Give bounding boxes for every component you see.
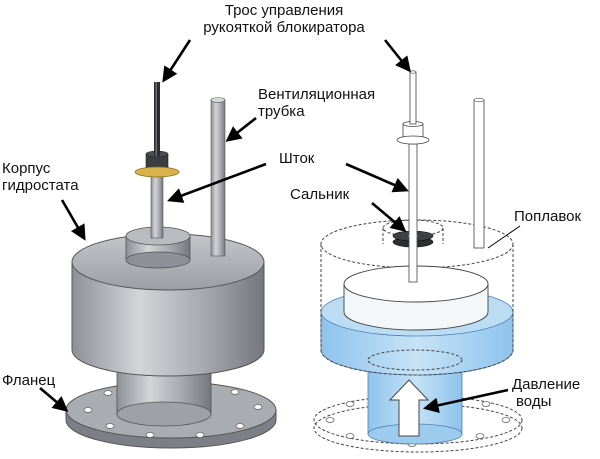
label-control-cable: Трос управления рукояткой блокиратора <box>184 2 384 36</box>
arrow-vent <box>225 116 257 142</box>
label-water-pressure-line2: воды <box>516 393 552 410</box>
arrow-flange <box>39 387 69 413</box>
rod-cutaway <box>408 143 418 283</box>
label-float: Поплавок <box>514 208 582 225</box>
rod-solid <box>150 167 164 239</box>
body-outline <box>320 219 514 376</box>
hydrostat-solid-model <box>65 82 277 449</box>
arrow-pressure <box>422 388 509 413</box>
hydrostat-cutaway-model <box>313 70 523 453</box>
top-boss <box>125 226 191 269</box>
water-pressure-arrow <box>388 379 430 437</box>
label-gland: Сальник <box>290 186 350 203</box>
label-vent-tube: Вентиляционная трубка <box>258 86 375 120</box>
pointer-arrows <box>39 39 509 413</box>
control-cable-solid <box>154 82 160 156</box>
rod-nut-outline <box>396 121 430 145</box>
label-housing: Корпус гидростата <box>2 160 79 194</box>
label-rod: Шток <box>279 150 315 167</box>
arrow-cable-right <box>383 39 411 73</box>
main-body-cylinder <box>71 233 265 377</box>
label-control-cable-line2: рукояткой блокиратора <box>203 19 365 36</box>
gland-nut <box>134 150 180 178</box>
label-flange: Фланец <box>2 372 56 389</box>
label-housing-line2: гидростата <box>2 177 79 194</box>
vent-tube-solid <box>210 97 226 257</box>
arrow-rod-right <box>345 162 409 193</box>
arrow-body <box>60 199 86 241</box>
label-vent-tube-line1: Вентиляционная <box>258 86 376 103</box>
label-water-pressure: Давление воды <box>512 376 580 410</box>
float-leader-line <box>487 225 521 249</box>
label-control-cable-line1: Трос управления <box>224 2 344 19</box>
arrow-cable-left <box>162 39 192 83</box>
label-housing-line1: Корпус <box>2 160 51 177</box>
arrow-rod-left <box>167 162 267 203</box>
vent-tube-cutaway <box>473 97 485 249</box>
float-disc <box>343 265 489 331</box>
label-vent-tube-line2: трубка <box>258 103 305 120</box>
arrow-gland <box>371 202 407 233</box>
label-water-pressure-line1: Давление <box>512 376 581 393</box>
control-cable-cutaway <box>409 70 417 125</box>
